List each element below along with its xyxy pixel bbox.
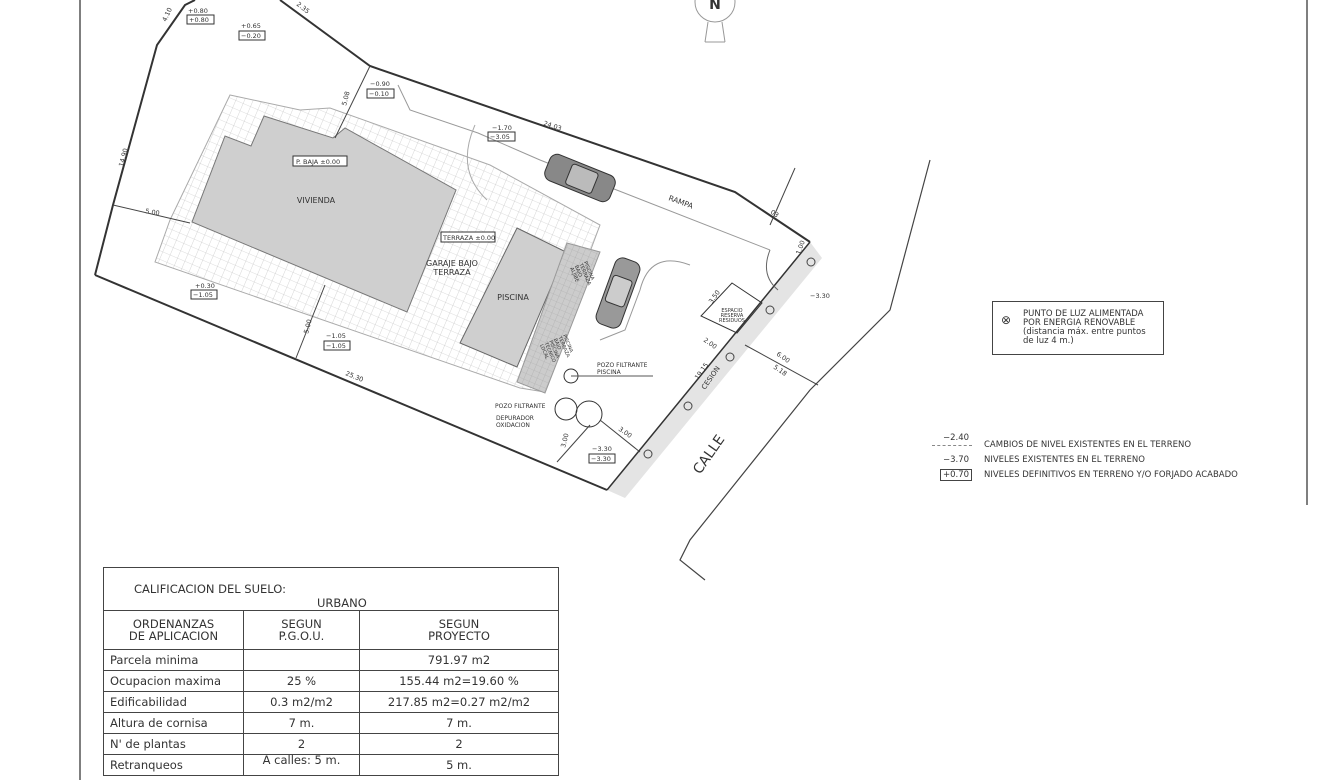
svg-text:24.03: 24.03: [542, 119, 562, 132]
svg-text:5.18: 5.18: [772, 363, 788, 378]
dimension-lines: [112, 65, 819, 463]
svg-text:POZO FILTRANTE: POZO FILTRANTE: [597, 362, 648, 369]
gate-arc: [765, 249, 779, 291]
car-icon: [595, 257, 641, 329]
svg-text:PISCINA: PISCINA: [597, 369, 622, 376]
svg-text:−3.30: −3.30: [810, 292, 830, 300]
svg-text:2.00: 2.00: [702, 336, 718, 351]
waste-reserve-space: [700, 282, 763, 334]
legend-text: POR ENERGIA RENOVABLE: [1023, 318, 1136, 328]
svg-text:+0.30: +0.30: [195, 282, 215, 290]
driveway: [397, 84, 771, 341]
svg-text:03: 03: [769, 208, 780, 219]
svg-text:−0.10: −0.10: [369, 90, 389, 98]
label-piscina: PISCINA: [497, 293, 529, 302]
aljibe-strip: [516, 242, 601, 394]
svg-text:3.50: 3.50: [707, 289, 722, 305]
svg-text:OXIDACION: OXIDACION: [496, 422, 530, 429]
label-garaje: GARAJE BAJO: [426, 259, 478, 268]
legend-text: (distancia máx. entre puntos: [1023, 327, 1146, 337]
svg-text:RESERVA: RESERVA: [721, 313, 744, 319]
svg-text:RESIDUOS: RESIDUOS: [719, 318, 745, 324]
light-point-icons: [643, 257, 816, 459]
svg-text:−3.30: −3.30: [592, 445, 612, 453]
svg-text:TERRAZA ±0.00: TERRAZA ±0.00: [442, 234, 495, 242]
purifier-icon: [575, 400, 603, 428]
pool: [459, 227, 567, 368]
parcel-boundary-top: [279, 0, 811, 243]
north-arrow-icon: N: [694, 0, 736, 43]
label-vivienda: VIVIENDA: [297, 196, 336, 205]
label-pozo: POZO FILTRANTE: [495, 403, 546, 410]
label-garaje-2: TERRAZA: [432, 268, 471, 277]
light-point-legend: ⊗ PUNTO DE LUZ ALIMENTADA POR ENERGIA RE…: [992, 301, 1164, 355]
parcel-boundary-bottom: [94, 274, 608, 491]
label-rampa: RAMPA: [667, 193, 695, 211]
door-arc: [466, 124, 488, 201]
svg-text:−3.05: −3.05: [490, 133, 510, 141]
parcel-boundary: [94, 0, 196, 276]
svg-text:+0.65: +0.65: [241, 22, 261, 30]
svg-text:5.00: 5.00: [302, 318, 313, 334]
tag-p-baja: P. BAJA ±0.00: [292, 155, 348, 167]
ordinances-table: CALIFICACION DEL SUELO: URBANO ORDENANZA…: [103, 567, 559, 776]
svg-text:−0.20: −0.20: [241, 32, 261, 40]
car-icon: [544, 153, 616, 203]
legend-text: de luz 4 m.): [1023, 336, 1074, 346]
svg-text:ALJIBE: ALJIBE: [568, 266, 580, 283]
svg-text:+0.80: +0.80: [188, 7, 208, 15]
street-line: [606, 241, 811, 491]
tag-terraza: TERRAZA ±0.00: [440, 231, 496, 243]
svg-text:DEPURADOR: DEPURADOR: [496, 415, 534, 422]
filter-well-icon: [554, 397, 578, 421]
north-label: N: [709, 0, 721, 13]
svg-text:BAJO: BAJO: [573, 264, 583, 278]
legend-item-existing-levels: −3.70 NIVELES EXISTENTES EN EL TERRENO: [942, 455, 1145, 465]
svg-text:ESPACIO: ESPACIO: [721, 308, 742, 314]
svg-text:−1.05: −1.05: [193, 291, 213, 299]
land-classification: CALIFICACION DEL SUELO: URBANO: [103, 567, 559, 611]
svg-text:4.10: 4.10: [161, 6, 174, 23]
svg-text:−1.05: −1.05: [326, 332, 346, 340]
svg-text:+0.80: +0.80: [189, 16, 209, 24]
svg-text:3.00: 3.00: [617, 425, 633, 440]
svg-text:−0.90: −0.90: [370, 80, 390, 88]
svg-text:−1.70: −1.70: [492, 124, 512, 132]
label-calle: CALLE: [690, 432, 728, 477]
dashed-line-icon: [932, 445, 972, 446]
legend-item-level-changes: −2.40 CAMBIOS DE NIVEL EXISTENTES EN EL …: [930, 433, 1191, 450]
svg-text:−3.30: −3.30: [591, 455, 611, 463]
light-point-icon: ⊗: [1001, 313, 1012, 327]
svg-text:P. BAJA ±0.00: P. BAJA ±0.00: [296, 158, 340, 166]
level-tags: +0.80+0.80 +0.65−0.20 −0.90−0.10 −1.70−3…: [186, 7, 830, 464]
legend-text: PUNTO DE LUZ ALIMENTADA: [1023, 309, 1144, 319]
svg-text:3.00: 3.00: [559, 432, 570, 448]
svg-text:BAJO: BAJO: [552, 338, 562, 351]
street-edge: [769, 167, 796, 226]
legend-item-final-levels: +0.70 NIVELES DEFINITIVOS EN TERRENO Y/O…: [930, 469, 1238, 481]
svg-text:LOCAL: LOCAL: [538, 343, 550, 360]
svg-text:5.08: 5.08: [340, 90, 351, 106]
svg-text:5.00: 5.00: [145, 207, 161, 217]
street-curb: [679, 159, 931, 581]
svg-text:−1.05: −1.05: [326, 342, 346, 350]
svg-text:14.90: 14.90: [117, 147, 130, 167]
